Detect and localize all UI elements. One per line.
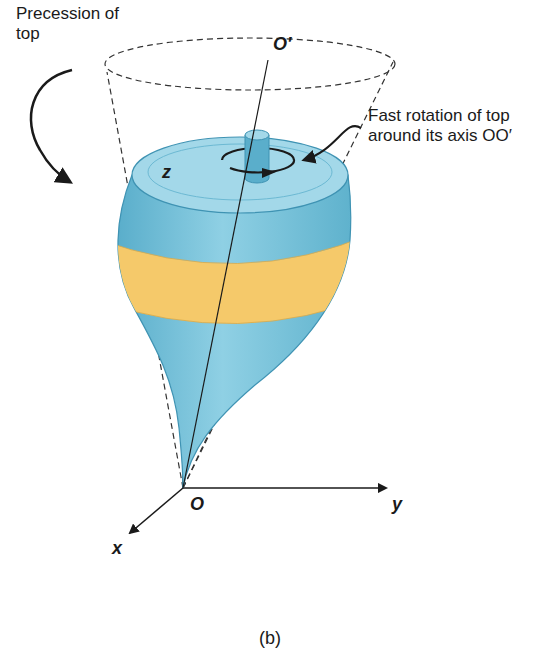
axis-label: O′ [273,34,291,56]
axis-label: x [112,538,122,560]
origin-label: O [190,494,204,516]
rotation-label: Fast rotation of top around its axis OO′ [368,106,528,147]
precession-label: Precession of top [16,4,141,45]
spinning-top [95,137,375,488]
precession-arrow [31,70,72,182]
axis-label: y [392,494,402,516]
spin-axis [183,60,268,488]
rotation-arrowhead [262,168,276,178]
leader-line [304,126,361,160]
axis-label: z [162,162,171,184]
figure-caption: (b) [259,628,281,650]
